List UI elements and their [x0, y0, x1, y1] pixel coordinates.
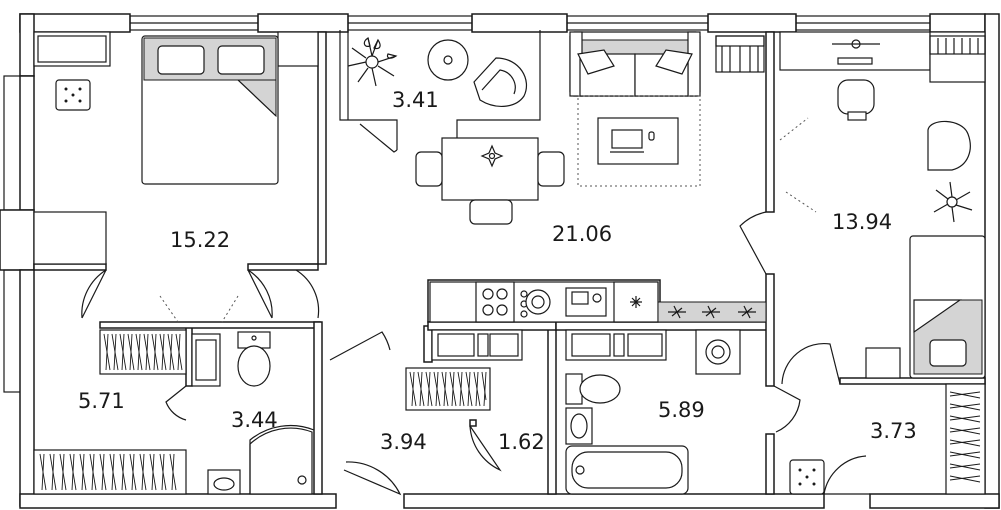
kitchen-counter	[429, 281, 767, 323]
bedroom-1-furniture	[33, 31, 319, 265]
room-area-corridor: 3.94	[380, 430, 427, 454]
balcony-furniture	[347, 37, 528, 107]
flower-icon	[480, 144, 504, 168]
room-area-living-kitchen: 21.06	[552, 222, 612, 246]
room-area-bathroom-2: 5.89	[658, 398, 705, 422]
room-area-bedroom-2: 13.94	[832, 210, 892, 234]
room-area-closet: 1.62	[498, 430, 545, 454]
washing-machine-icon	[695, 329, 741, 375]
doors	[81, 117, 870, 496]
plant-icon	[347, 37, 398, 87]
dining-table	[441, 137, 539, 201]
closet-furniture	[405, 329, 523, 411]
plant-icon	[933, 181, 973, 223]
room-area-bathroom-1: 3.44	[231, 408, 278, 432]
bathroom-2-furniture	[565, 329, 741, 495]
hall-right-furniture	[789, 383, 986, 495]
room-labels: 15.22 3.41 21.06 13.94 5.71 3.44 3.94 1.…	[78, 88, 917, 454]
living-furniture	[415, 31, 765, 225]
room-area-balcony: 3.41	[392, 88, 439, 112]
bedroom-2-furniture	[779, 31, 986, 379]
room-area-hall-right: 3.73	[870, 419, 917, 443]
sink-icon	[565, 287, 607, 317]
stove-icon	[475, 281, 515, 323]
hall-left-furniture	[33, 329, 187, 495]
bathroom-1-furniture	[191, 331, 315, 495]
bathtub-icon	[565, 445, 689, 495]
outer-walls	[0, 13, 1000, 509]
room-area-hall-left: 5.71	[78, 389, 125, 413]
shower-icon	[249, 427, 313, 495]
room-area-bedroom-1: 15.22	[170, 228, 230, 252]
